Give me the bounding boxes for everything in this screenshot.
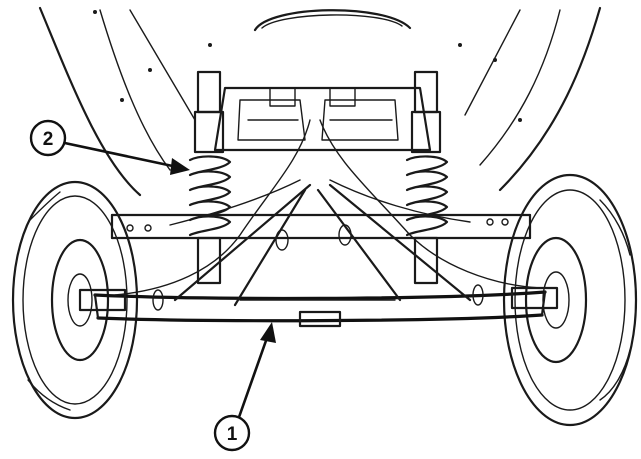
fuel-tank: [213, 86, 432, 152]
callout-2: 2: [29, 119, 190, 175]
callout-2-label: 2: [43, 129, 54, 150]
callout-1-label: 1: [227, 424, 238, 445]
vehicle-body: [38, 6, 602, 197]
axle-beam: [78, 286, 559, 328]
left-wheel: [11, 180, 139, 420]
crossmember: [110, 213, 532, 240]
callout-1: 1: [213, 322, 276, 452]
coil-spring-shock-absorber: [188, 70, 232, 285]
right-wheel: [502, 173, 638, 427]
right-coil-spring-shock-absorber: [405, 70, 449, 285]
